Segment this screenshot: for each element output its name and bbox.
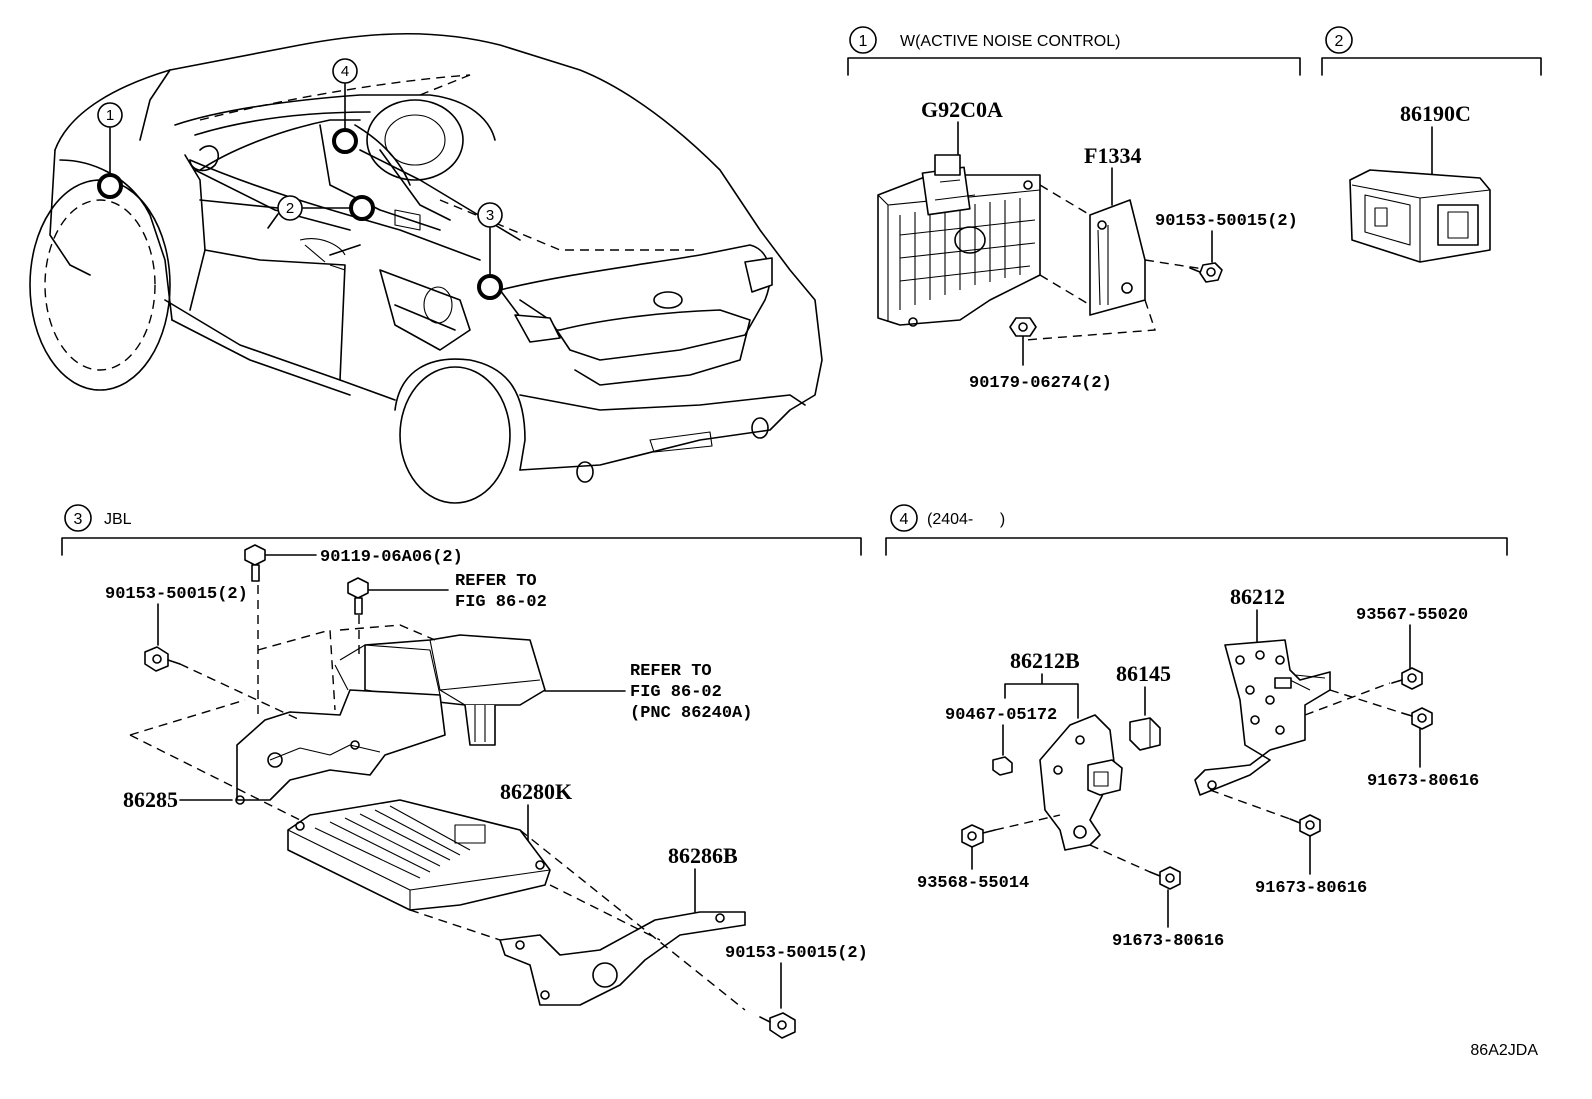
part-label-86285: 86285: [123, 787, 178, 812]
section-3-jbl: 3 JBL 90119-06A06(2) 90153-50015(2) REFE…: [61, 504, 868, 1039]
bolt-93568-55014-icon: [961, 824, 996, 848]
refer-fig-label-2: FIG 86-02: [630, 683, 722, 702]
part-label-93568-55014: 93568-55014: [917, 874, 1029, 893]
location-marker-1: [97, 173, 123, 199]
refer-to-label-2: REFER TO: [630, 662, 712, 681]
part-label-90153-50015-top: 90153-50015(2): [1155, 212, 1298, 231]
vehicle-callout-4: 4: [332, 58, 358, 84]
svg-text:1: 1: [106, 107, 114, 124]
bracket-86212: [1194, 639, 1331, 796]
bolt-91673-80616-b-icon: [1401, 707, 1433, 730]
part-label-F1334: F1334: [1084, 143, 1141, 168]
section-3-bracket: [61, 537, 862, 556]
part-label-90153-50015-left: 90153-50015(2): [105, 585, 248, 604]
part-label-86286B: 86286B: [668, 843, 738, 868]
svg-text:1: 1: [859, 33, 868, 50]
switch-86190C: [1349, 169, 1491, 263]
bolt-90153-50015-top-icon: [1189, 262, 1223, 283]
location-marker-3: [477, 274, 503, 300]
part-label-90179-06274: 90179-06274(2): [969, 374, 1112, 393]
refer-to-label-1: REFER TO: [455, 572, 537, 591]
svg-text:2: 2: [1335, 33, 1344, 50]
bracket-86212B: [1039, 714, 1123, 851]
section-2-callout: 2: [1325, 26, 1353, 54]
vehicle-callout-2: 2: [277, 195, 303, 221]
section-2: 2 86190C: [1321, 26, 1542, 263]
bracket-F1334: [1089, 199, 1146, 316]
bolt-90119-06A06-icon: [244, 544, 266, 582]
vehicle-illustration: 1 4 2 3: [29, 33, 823, 504]
section-4-callout: 4: [890, 504, 918, 532]
bolt-90153-50015-left-icon: [144, 646, 181, 672]
part-label-90153-50015-bottom: 90153-50015(2): [725, 944, 868, 963]
figure-code: 86A2JDA: [1470, 1042, 1538, 1059]
bracket-86286B: [499, 911, 746, 1006]
svg-text:4: 4: [341, 63, 349, 80]
vehicle-callout-1: 1: [97, 102, 123, 128]
section-2-bracket: [1321, 57, 1542, 76]
part-label-90467-05172: 90467-05172: [945, 706, 1057, 725]
svg-text:3: 3: [486, 207, 494, 224]
svg-text:4: 4: [900, 511, 909, 528]
section-1-label: W(ACTIVE NOISE CONTROL): [900, 33, 1120, 50]
part-label-91673-80616-c: 91673-80616: [1255, 879, 1367, 898]
bolt-refer-fig-86-02-icon: [347, 577, 369, 615]
connector-86145-icon: [1129, 717, 1161, 751]
rear-wheel: [399, 366, 511, 504]
section-4-2404: 4 (2404- ) 86212B 90467-05172 86145 9356…: [885, 504, 1508, 951]
bolt-91673-80616-a-icon: [1149, 866, 1181, 890]
part-label-86212B: 86212B: [1010, 648, 1080, 673]
section-1-callout: 1: [849, 26, 877, 54]
bolt-90153-50015-bottom-icon: [759, 1012, 796, 1039]
section-4-bracket: [885, 537, 1508, 556]
vehicle-callout-3: 3: [477, 202, 503, 228]
part-label-93567-55020: 93567-55020: [1356, 606, 1468, 625]
part-label-91673-80616-b: 91673-80616: [1367, 772, 1479, 791]
bolt-93567-55020-icon: [1391, 667, 1423, 690]
amplifier-86280K: [287, 799, 551, 911]
airbag-sensor-reference: [364, 634, 546, 746]
bracket-86285: [235, 644, 446, 805]
location-marker-4: [332, 128, 358, 154]
part-label-86280K: 86280K: [500, 779, 572, 804]
section-3-callout: 3: [64, 504, 92, 532]
section-3-label: JBL: [104, 511, 132, 528]
section-1-active-noise-control: 1 W(ACTIVE NOISE CONTROL) G92C0A F1334 9…: [847, 26, 1301, 393]
section-4-label: (2404- ): [927, 511, 1005, 528]
svg-text:2: 2: [286, 200, 294, 217]
refer-pnc-label-2: (PNC 86240A): [630, 704, 752, 723]
part-label-86212: 86212: [1230, 584, 1285, 609]
section-1-bracket: [847, 57, 1301, 76]
part-label-86145: 86145: [1116, 661, 1171, 686]
anc-control-module: [877, 154, 1041, 327]
nut-90179-06274-icon: [1009, 317, 1037, 337]
part-label-86190C: 86190C: [1400, 101, 1471, 126]
refer-fig-label-1: FIG 86-02: [455, 593, 547, 612]
svg-text:3: 3: [74, 511, 83, 528]
bolt-91673-80616-c-icon: [1289, 814, 1321, 837]
part-label-G92C0A: G92C0A: [921, 97, 1003, 122]
location-marker-2: [349, 195, 375, 221]
part-label-91673-80616-a: 91673-80616: [1112, 932, 1224, 951]
clip-90467-05172-icon: [992, 756, 1013, 776]
part-label-90119-06A06: 90119-06A06(2): [320, 548, 463, 567]
